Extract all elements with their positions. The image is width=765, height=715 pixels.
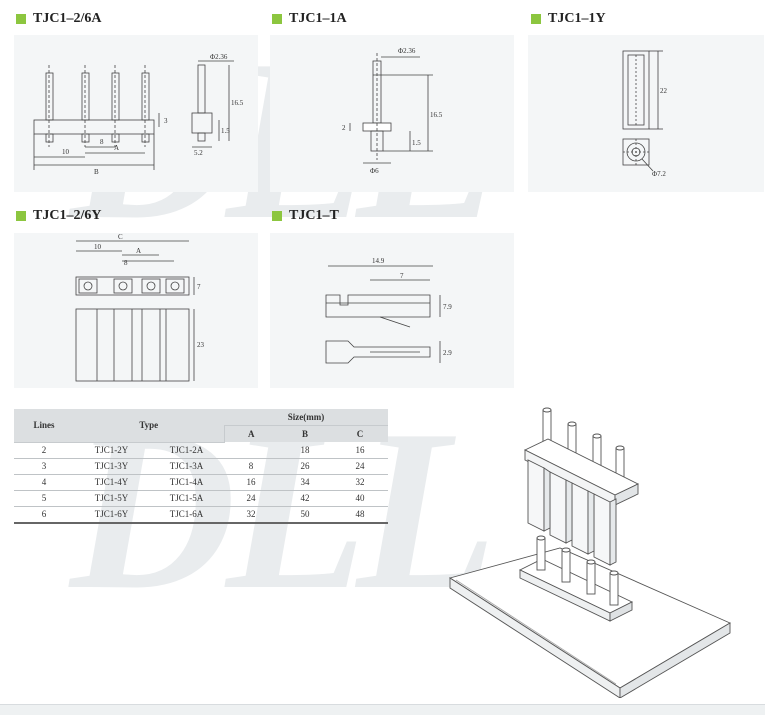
green-square-icon [16, 14, 26, 24]
drawing-svg: C 10 A 8 7 23 [75, 233, 205, 382]
table-row: 5 TJC1-5Y TJC1-5A 24 42 40 [14, 490, 388, 506]
dim-phi: Φ2.36 [210, 53, 228, 61]
cell-a: 8 [248, 461, 254, 471]
dim-w1: 10 [62, 148, 70, 156]
header-tjc1-1a: TJC1–1A [272, 11, 347, 27]
drawing-tjc1-t: 14.9 7 7.9 2.9 [270, 233, 514, 388]
cell-type-a: TJC1-6A [169, 509, 204, 519]
table-row: 3 TJC1-3Y TJC1-3A 8 26 24 [14, 458, 388, 474]
drawing-tjc1-1a: Φ2.36 16.5 2 1.5 Φ6 [270, 35, 514, 192]
header-c: C [332, 425, 388, 442]
cell-c: 32 [355, 477, 365, 487]
cell-b: 34 [300, 477, 310, 487]
section-title: TJC1–2/6A [33, 11, 102, 26]
drawing-svg: 22 Φ7.2 [622, 50, 668, 178]
connector-isometric-illustration [448, 407, 731, 698]
green-square-icon [272, 14, 282, 24]
dim-w1: 10 [94, 243, 102, 251]
drawing-svg: 14.9 7 7.9 2.9 [325, 257, 452, 364]
dim-h1: 16.5 [430, 111, 443, 119]
section-title: TJC1–T [289, 208, 339, 223]
green-square-icon [16, 211, 26, 221]
drawing-tjc1-2-6a: 10 8 A B 3 Φ2.36 16.5 1.5 5.2 [14, 35, 258, 192]
header-tjc1-1y: TJC1–1Y [531, 11, 606, 27]
cell-c: 48 [355, 509, 365, 519]
drawing-tjc1-2-6y: C 10 A 8 7 23 [14, 233, 258, 388]
cell-a: 24 [246, 493, 256, 503]
dim-h1: 7.9 [443, 303, 452, 311]
cell-type-a: TJC1-4A [169, 477, 204, 487]
header-tjc1-t: TJC1–T [272, 208, 339, 224]
dim-phi: Φ7.2 [652, 170, 666, 178]
dim-b: B [94, 168, 99, 176]
dim-d: Φ6 [370, 167, 379, 175]
dim-h3: 1.5 [412, 139, 421, 147]
dim-l1: 14.9 [372, 257, 385, 265]
dim-w2: 8 [124, 259, 128, 267]
cell-b: 42 [300, 493, 310, 503]
cell-lines: 6 [41, 509, 47, 519]
table-row: 6 TJC1-6Y TJC1-6A 32 50 48 [14, 506, 388, 523]
green-square-icon [272, 211, 282, 221]
cell-type-a: TJC1-2A [169, 445, 204, 455]
cell-c: 40 [355, 493, 365, 503]
cell-c: 24 [355, 461, 365, 471]
spec-table: Lines Type Size(mm) A B C 2 TJC1-2Y TJC1… [14, 409, 388, 524]
dim-h1: 7 [197, 283, 201, 291]
dim-a: A [136, 247, 141, 255]
cell-type-y: TJC1-4Y [94, 477, 129, 487]
cell-a: 32 [246, 509, 256, 519]
dim-h3: 1.5 [221, 127, 230, 135]
cell-lines: 3 [41, 461, 47, 471]
dim-w2: 8 [100, 138, 104, 146]
cell-type-y: TJC1-2Y [94, 445, 129, 455]
cell-type-a: TJC1-5A [169, 493, 204, 503]
cell-type-y: TJC1-5Y [94, 493, 129, 503]
section-title: TJC1–2/6Y [33, 208, 102, 223]
cell-lines: 2 [41, 445, 47, 455]
header-size: Size(mm) [224, 409, 388, 426]
footer-band [0, 704, 765, 715]
dim-h2: 2.9 [443, 349, 452, 357]
dim-h2: 3 [164, 117, 168, 125]
header-b: B [278, 425, 332, 442]
header-tjc1-2-6y: TJC1–2/6Y [16, 208, 101, 224]
dim-h1: 16.5 [231, 99, 244, 107]
section-title: TJC1–1A [289, 11, 347, 26]
header-type: Type [74, 409, 224, 443]
table-row: 4 TJC1-4Y TJC1-4A 16 34 32 [14, 474, 388, 490]
dim-c: C [118, 233, 123, 241]
header-a: A [223, 425, 278, 442]
cell-a [224, 442, 278, 458]
cell-b: 26 [300, 461, 310, 471]
dim-h: 22 [660, 87, 668, 95]
cell-lines: 5 [41, 493, 47, 503]
cell-b: 50 [300, 509, 310, 519]
section-title: TJC1–1Y [548, 11, 606, 26]
dim-a: A [114, 144, 119, 152]
dim-phi: Φ2.36 [398, 47, 416, 55]
header-tjc1-2-6a: TJC1–2/6A [16, 11, 101, 27]
dim-c1: 5.2 [194, 149, 203, 157]
cell-type-y: TJC1-6Y [94, 509, 129, 519]
table-row: 2 TJC1-2Y TJC1-2A 18 16 [14, 442, 388, 458]
green-square-icon [531, 14, 541, 24]
cell-b: 18 [300, 444, 310, 455]
drawing-tjc1-1y: 22 Φ7.2 [528, 35, 764, 192]
drawing-svg: Φ2.36 16.5 2 1.5 Φ6 [342, 47, 443, 175]
header-lines: Lines [14, 409, 74, 443]
cell-a: 16 [246, 477, 256, 487]
dim-h2: 2 [342, 124, 346, 132]
drawing-svg: 10 8 A B 3 Φ2.36 16.5 1.5 5.2 [33, 53, 244, 176]
cell-type-y: TJC1-3Y [94, 461, 129, 471]
dim-l2: 7 [400, 272, 404, 280]
cell-c: 16 [355, 444, 365, 455]
cell-type-a: TJC1-3A [169, 461, 204, 471]
cell-lines: 4 [41, 477, 47, 487]
dim-h2: 23 [197, 341, 205, 349]
